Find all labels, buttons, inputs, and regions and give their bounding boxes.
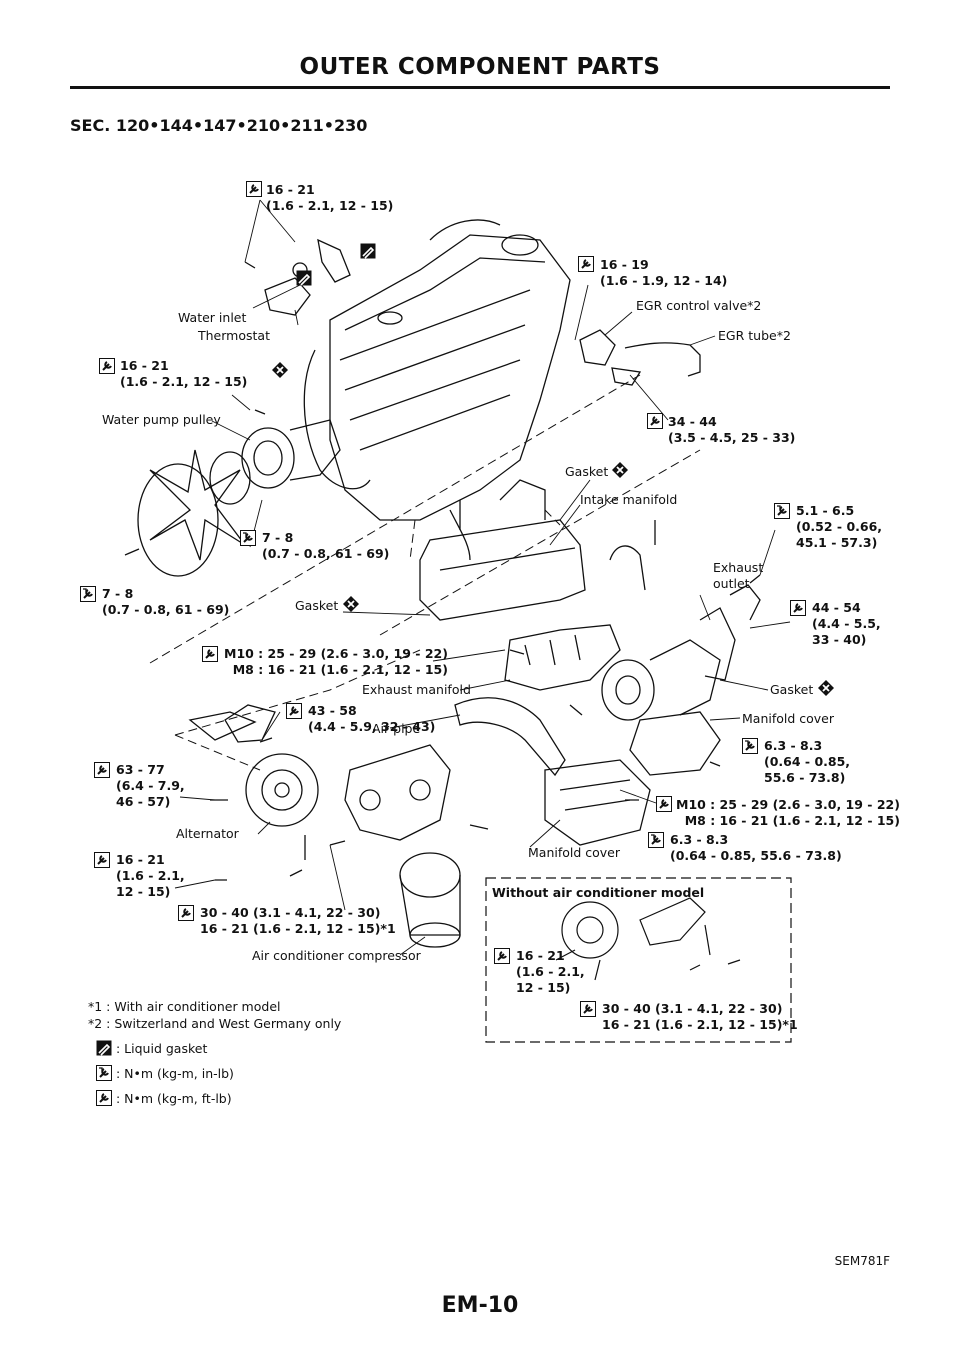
torque-in-lb-icon: [648, 832, 664, 848]
torque-in-lb-icon: [240, 530, 256, 546]
torque-fan-lower: 7 - 8 (0.7 - 0.8, 61 - 69): [102, 586, 230, 617]
section-reference: SEC. 120•144•147•210•211•230: [70, 116, 368, 135]
torque-ft-lb-icon: [578, 256, 594, 272]
note-1: *1 : With air conditioner model: [88, 999, 281, 1014]
label-egr-tube: EGR tube*2: [718, 328, 791, 343]
liquid-gasket-icon: [96, 1040, 112, 1056]
torque-ft-lb-icon: [94, 852, 110, 868]
torque-cover-3: 6.3 - 8.3 (0.64 - 0.85, 55.6 - 73.8): [670, 832, 842, 863]
label-thermostat: Thermostat: [198, 328, 270, 343]
label-gasket-intake: Gasket: [565, 464, 609, 479]
label-alternator: Alternator: [176, 826, 239, 841]
label-gasket-turbo: Gasket: [770, 682, 814, 697]
label-manifold-cover-1: Manifold cover: [742, 711, 835, 726]
torque-egr-valve: 16 - 19 (1.6 - 1.9, 12 - 14): [600, 257, 728, 288]
torque-egr-tube: 34 - 44 (3.5 - 4.5, 25 - 33): [668, 414, 796, 445]
torque-ft-lb-icon: [580, 1001, 596, 1017]
label-gasket-exhaust: Gasket: [295, 598, 339, 613]
legend-nm-ft-lb: : N•m (kg-m, ft-lb): [116, 1091, 232, 1106]
torque-exhaust-outlet-bolt: 5.1 - 6.5 (0.52 - 0.66, 45.1 - 57.3): [796, 503, 883, 550]
torque-alt-adjust: 16 - 21 (1.6 - 2.1, 12 - 15): [116, 852, 185, 899]
torque-alt-bracket: 43 - 58 (4.4 - 5.9, 32 - 43): [308, 703, 436, 734]
torque-cover-2: M10 : 25 - 29 (2.6 - 3.0, 19 - 22) M8 : …: [676, 797, 900, 828]
torque-exhaust-manifold: M10 : 25 - 29 (2.6 - 3.0, 19 - 22) M8 : …: [224, 646, 448, 677]
liquid-gasket-icon: [296, 270, 312, 286]
torque-in-lb-icon: [80, 586, 96, 602]
torque-in-lb-icon: [96, 1065, 112, 1081]
torque-box-bracket: 30 - 40 (3.1 - 4.1, 22 - 30) 16 - 21 (1.…: [602, 1001, 798, 1032]
label-intake-manifold: Intake manifold: [580, 492, 678, 507]
intake-manifold-outline: [419, 519, 586, 621]
gasket-replace-icon: [272, 362, 288, 378]
torque-water-inlet: 16 - 21 (1.6 - 2.1, 12 - 15): [266, 182, 394, 213]
label-egr-valve: EGR control valve*2: [636, 298, 762, 313]
torque-ft-lb-icon: [202, 646, 218, 662]
torque-ft-lb-icon: [494, 948, 510, 964]
label-water-inlet: Water inlet: [178, 310, 247, 325]
label-exhaust-outlet: Exhaust outlet: [713, 560, 764, 591]
gasket-replace-icon: [818, 680, 834, 696]
figure-code: SEM781F: [834, 1254, 890, 1268]
torque-ft-lb-icon: [647, 413, 663, 429]
engine-block-outline: [329, 234, 571, 521]
torque-ft-lb-icon: [178, 905, 194, 921]
box-title: Without air conditioner model: [492, 885, 705, 900]
torque-in-lb-icon: [742, 738, 758, 754]
page-number: EM-10: [441, 1293, 519, 1318]
label-manifold-cover-2: Manifold cover: [528, 845, 621, 860]
liquid-gasket-icon: [360, 243, 376, 259]
page-header: OUTER COMPONENT PARTS: [299, 54, 661, 80]
torque-cover-1: 6.3 - 8.3 (0.64 - 0.85, 55.6 - 73.8): [764, 738, 851, 785]
torque-ft-lb-icon: [99, 358, 115, 374]
torque-in-lb-icon: [774, 503, 790, 519]
legend-liquid-gasket: : Liquid gasket: [116, 1041, 208, 1056]
without-ac-box: [485, 877, 792, 1043]
torque-ft-lb-icon: [246, 181, 262, 197]
torque-turbo: 44 - 54 (4.4 - 5.5, 33 - 40): [812, 600, 881, 647]
torque-ft-lb-icon: [656, 796, 672, 812]
torque-alternator: 63 - 77 (6.4 - 7.9, 46 - 57): [116, 762, 185, 809]
torque-ac-compressor: 30 - 40 (3.1 - 4.1, 22 - 30) 16 - 21 (1.…: [200, 905, 396, 936]
gasket-replace-icon: [612, 462, 628, 478]
gasket-replace-icon: [343, 596, 359, 612]
label-water-pump-pulley: Water pump pulley: [102, 412, 221, 427]
label-air-pipe: Air pipe: [372, 721, 421, 736]
legend-nm-in-lb: : N•m (kg-m, in-lb): [116, 1066, 234, 1081]
torque-ft-lb-icon: [94, 762, 110, 778]
torque-box-alt: 16 - 21 (1.6 - 2.1, 12 - 15): [516, 948, 585, 995]
note-2: *2 : Switzerland and West Germany only: [88, 1016, 342, 1031]
torque-ft-lb-icon: [790, 600, 806, 616]
torque-ft-lb-icon: [96, 1090, 112, 1106]
header-rule: [70, 86, 890, 89]
torque-ft-lb-icon: [286, 703, 302, 719]
torque-water-pump: 16 - 21 (1.6 - 2.1, 12 - 15): [120, 358, 248, 389]
label-ac-compressor: Air conditioner compressor: [252, 948, 421, 963]
label-exhaust-manifold: Exhaust manifold: [362, 682, 471, 697]
torque-fan-upper: 7 - 8 (0.7 - 0.8, 61 - 69): [262, 530, 390, 561]
